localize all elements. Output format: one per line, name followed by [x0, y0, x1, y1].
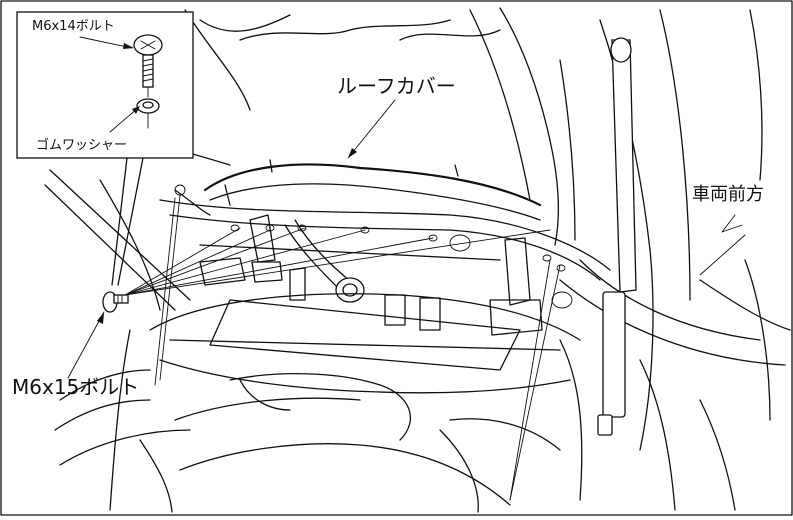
bolt-m6x15	[102, 291, 129, 313]
roof-cover-label: ルーフカバー	[337, 74, 456, 98]
leader-lines	[67, 99, 746, 501]
bolt-m6x15-label: M6x15ボルト	[12, 375, 140, 399]
detail-callout	[16, 11, 194, 159]
rubber-washer-label: ゴムワッシャー	[36, 138, 128, 153]
vehicle-front-label: 車両前方	[692, 184, 764, 205]
bolt-m6x14-label: M6x14ボルト	[32, 19, 115, 34]
vehicle-body	[44, 7, 791, 513]
